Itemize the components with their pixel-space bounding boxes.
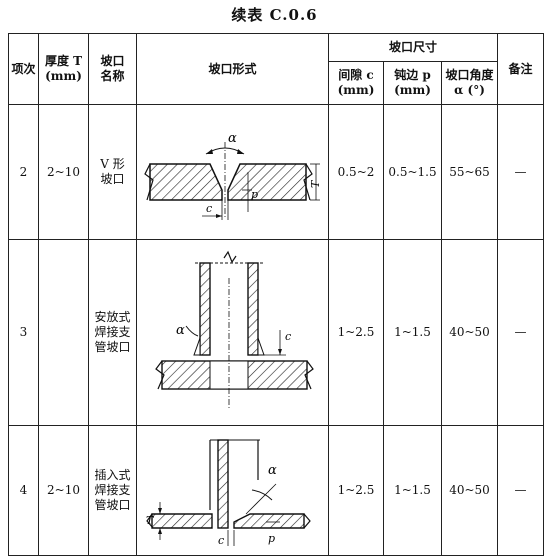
row-blunt: 1~1.5 xyxy=(383,425,442,556)
row-angle: 40~50 xyxy=(440,239,499,426)
row-index: 3 xyxy=(8,239,39,426)
row-blunt: 1~1.5 xyxy=(383,239,442,426)
header-groove-name: 坡口 名称 xyxy=(88,33,137,105)
row-groove-name: 插入式 焊接支 管坡口 xyxy=(88,425,137,556)
table-row: 2 2~10 V 形 坡口 xyxy=(8,104,545,240)
row-remark: — xyxy=(497,425,545,556)
header-remark: 备注 xyxy=(497,33,545,105)
row-remark: — xyxy=(497,104,545,240)
table-row: 3 安放式 焊接支 管坡口 xyxy=(8,239,545,426)
main-pipe-left xyxy=(150,512,213,529)
v-groove-diagram-cell: α T p c xyxy=(136,104,329,240)
header-thickness: 厚度 T (mm) xyxy=(38,33,89,105)
row-gap: 1~2.5 xyxy=(328,425,384,556)
table-row: 4 2~10 插入式 焊接支 管坡口 xyxy=(8,425,545,556)
row-angle: 55~65 xyxy=(440,104,499,240)
right-plate xyxy=(226,163,307,201)
header-groove-dims: 坡口尺寸 xyxy=(327,33,499,62)
row-gap: 1~2.5 xyxy=(328,239,384,426)
row-groove-name: 安放式 焊接支 管坡口 xyxy=(88,239,137,426)
branch-wall xyxy=(216,438,229,529)
c-label: c xyxy=(218,534,224,547)
v-groove-diagram: α T p c xyxy=(143,131,322,220)
row-thickness: 2~10 xyxy=(38,104,89,240)
row-index: 2 xyxy=(8,104,39,240)
p-label: p xyxy=(251,188,258,201)
alpha-label: α xyxy=(228,131,237,146)
set-on-branch-diagram-cell: α c xyxy=(136,239,329,426)
row-blunt: 0.5~1.5 xyxy=(383,104,442,240)
branch-wall-left xyxy=(198,261,211,356)
row-thickness: 2~10 xyxy=(38,425,89,556)
row-remark: — xyxy=(497,239,545,426)
alpha-label: α xyxy=(268,463,277,478)
header-index: 项次 xyxy=(8,33,39,105)
c-label: c xyxy=(206,202,212,215)
c-label: c xyxy=(285,330,291,343)
left-plate xyxy=(148,163,223,201)
alpha-label: α xyxy=(176,323,185,338)
T-label: T xyxy=(146,514,155,527)
row-gap: 0.5~2 xyxy=(328,104,384,240)
set-in-branch-diagram: α T c p xyxy=(146,438,311,547)
header-angle: 坡口角度 α (°) xyxy=(440,61,499,105)
row-index: 4 xyxy=(8,425,39,556)
groove-spec-table: 项次 厚度 T (mm) 坡口 名称 坡口形式 坡口尺寸 备注 间隙 c (mm… xyxy=(8,33,545,556)
branch-wall-right xyxy=(246,261,259,356)
table-caption: 续表 C.0.6 xyxy=(231,6,318,24)
row-thickness xyxy=(38,239,89,426)
row-groove-name: V 形 坡口 xyxy=(88,104,137,240)
T-label: T xyxy=(309,179,322,188)
set-on-branch-diagram: α c xyxy=(154,250,314,408)
header-groove-form: 坡口形式 xyxy=(136,33,329,105)
set-in-branch-diagram-cell: α T c p xyxy=(136,425,329,556)
main-pipe-right xyxy=(232,512,305,529)
row-angle: 40~50 xyxy=(440,425,499,556)
header-gap: 间隙 c (mm) xyxy=(328,61,384,105)
header-blunt: 钝边 p (mm) xyxy=(383,61,442,105)
p-label: p xyxy=(268,532,275,545)
